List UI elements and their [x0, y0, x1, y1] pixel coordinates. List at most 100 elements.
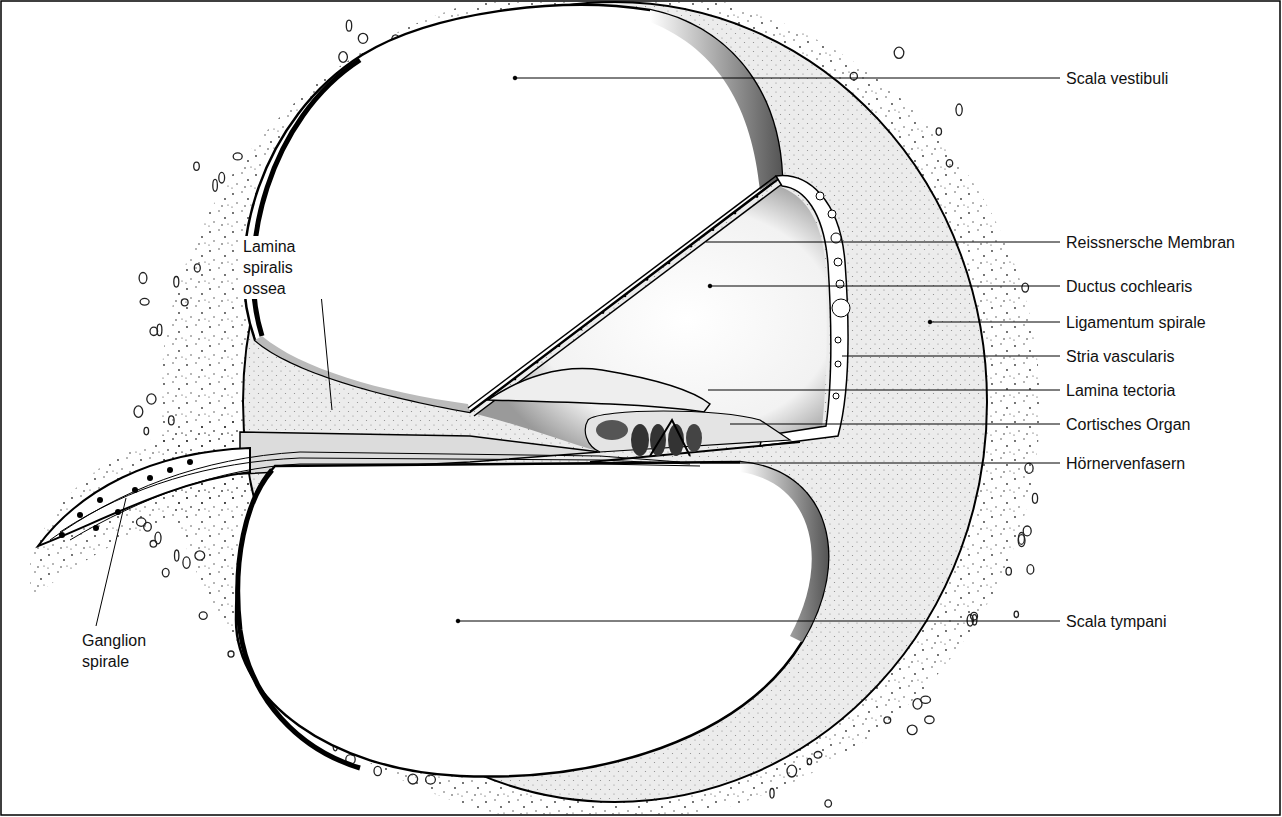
bone-hole: [233, 153, 242, 160]
drawing-part: [686, 424, 702, 452]
reissner-membrane: [468, 176, 782, 416]
bone-stipple: [160, 0, 1040, 817]
bone-hole: [219, 172, 225, 183]
part-label: Hörnervenfasern: [1066, 453, 1185, 474]
drawing-part: [832, 299, 850, 317]
bone-hole: [195, 551, 205, 560]
bone-hole: [1014, 611, 1018, 617]
drawing-part: [930, 322, 1060, 323]
bone-hole: [150, 541, 157, 548]
bone-hole: [194, 264, 200, 272]
drawing-part: [708, 390, 1060, 391]
drawing-part: [700, 463, 1060, 464]
nerve-fibres: [50, 452, 700, 540]
bone-hole: [1022, 283, 1029, 292]
drawing-part: [835, 361, 841, 367]
scala-tympani: [236, 462, 828, 777]
drawing-part: [596, 420, 628, 440]
bone-hole: [426, 775, 436, 784]
part-label: Lamina tectoria: [1066, 380, 1175, 401]
drawing-part: [50, 452, 680, 540]
drawing-part: [513, 76, 517, 80]
membrane-cell: [712, 228, 715, 231]
drawing-part: [835, 337, 841, 343]
bone-hole: [147, 394, 156, 404]
drawing-part: [706, 242, 1060, 243]
part-label: Scala vestibuli: [1066, 68, 1168, 89]
drawing-part: [928, 320, 932, 324]
membrane-cell: [668, 262, 671, 265]
drawing-part: [456, 619, 460, 623]
drawing-part: [187, 459, 193, 465]
drawing-part: [585, 411, 790, 452]
membrane-cell: [536, 361, 539, 364]
stria-vessels: [816, 192, 850, 399]
membrane-cell: [624, 295, 627, 298]
bone-hole: [1023, 526, 1031, 536]
bone-stipple: [30, 420, 250, 600]
bone-hole: [139, 273, 147, 284]
lamina-tectoria: [488, 369, 710, 412]
bone-hole: [150, 327, 158, 335]
bone-hole: [1027, 565, 1034, 574]
drawing-part: [515, 78, 1060, 79]
bone-hole: [213, 179, 218, 191]
bone-hole: [183, 557, 190, 568]
drawing-part: [710, 286, 1060, 287]
bone-hole: [936, 128, 941, 135]
drawing-part: [60, 458, 690, 532]
drawing-part: [708, 284, 712, 288]
wall-shading: [740, 462, 828, 642]
bone-hole: [967, 615, 973, 627]
bone-hole: [140, 298, 149, 305]
bone-hole: [1032, 493, 1037, 503]
bone-hole: [825, 800, 832, 807]
wall-edge: [238, 470, 360, 768]
bone-hole: [174, 277, 179, 288]
bone-hole: [787, 765, 797, 777]
drawing-part: [650, 420, 690, 456]
membrane-cell: [580, 328, 583, 331]
wall-shading: [650, 10, 782, 190]
bone-hole: [814, 752, 822, 759]
limbus-shade: [255, 336, 470, 412]
bone-hole: [137, 518, 146, 526]
bone-hole: [199, 612, 207, 620]
drawing-part: [167, 467, 173, 473]
drawing-part: [730, 424, 1060, 425]
drawing-part: [458, 621, 1060, 622]
bone-hole: [770, 789, 774, 799]
membrane-cell: [756, 195, 759, 198]
bone-hole: [894, 47, 904, 58]
bone-hole: [358, 33, 367, 43]
bone-hole: [339, 52, 348, 63]
part-label: Ganglion spirale: [80, 630, 164, 672]
drawing-part: [474, 184, 782, 416]
bone-hole: [194, 162, 200, 170]
drawing-part: [828, 210, 836, 218]
leader-lines: [96, 76, 1060, 626]
ductus-cochlearis: [476, 186, 827, 452]
bone-hole: [169, 416, 175, 425]
membrane-cell: [646, 278, 649, 281]
drawing-part: [833, 393, 839, 399]
bone-hole: [1018, 533, 1024, 545]
drawing-part: [492, 195, 759, 396]
part-label: Scala tympani: [1066, 611, 1167, 632]
organ-of-corti: [585, 411, 790, 456]
bone-hole: [144, 522, 152, 531]
bone-hole: [134, 406, 143, 417]
bone-hole: [850, 72, 857, 80]
drawing-part: [836, 280, 844, 288]
membrane-cell: [558, 344, 561, 347]
drawing-part: [70, 464, 700, 540]
drawing-part: [631, 424, 649, 456]
drawing-part: [834, 258, 842, 266]
bone-hole: [925, 716, 934, 724]
part-label: Reissnersche Membran: [1066, 232, 1235, 253]
drawing-part: [147, 475, 153, 481]
part-label: Cortisches Organ: [1066, 414, 1191, 435]
drawing-part: [77, 512, 83, 518]
